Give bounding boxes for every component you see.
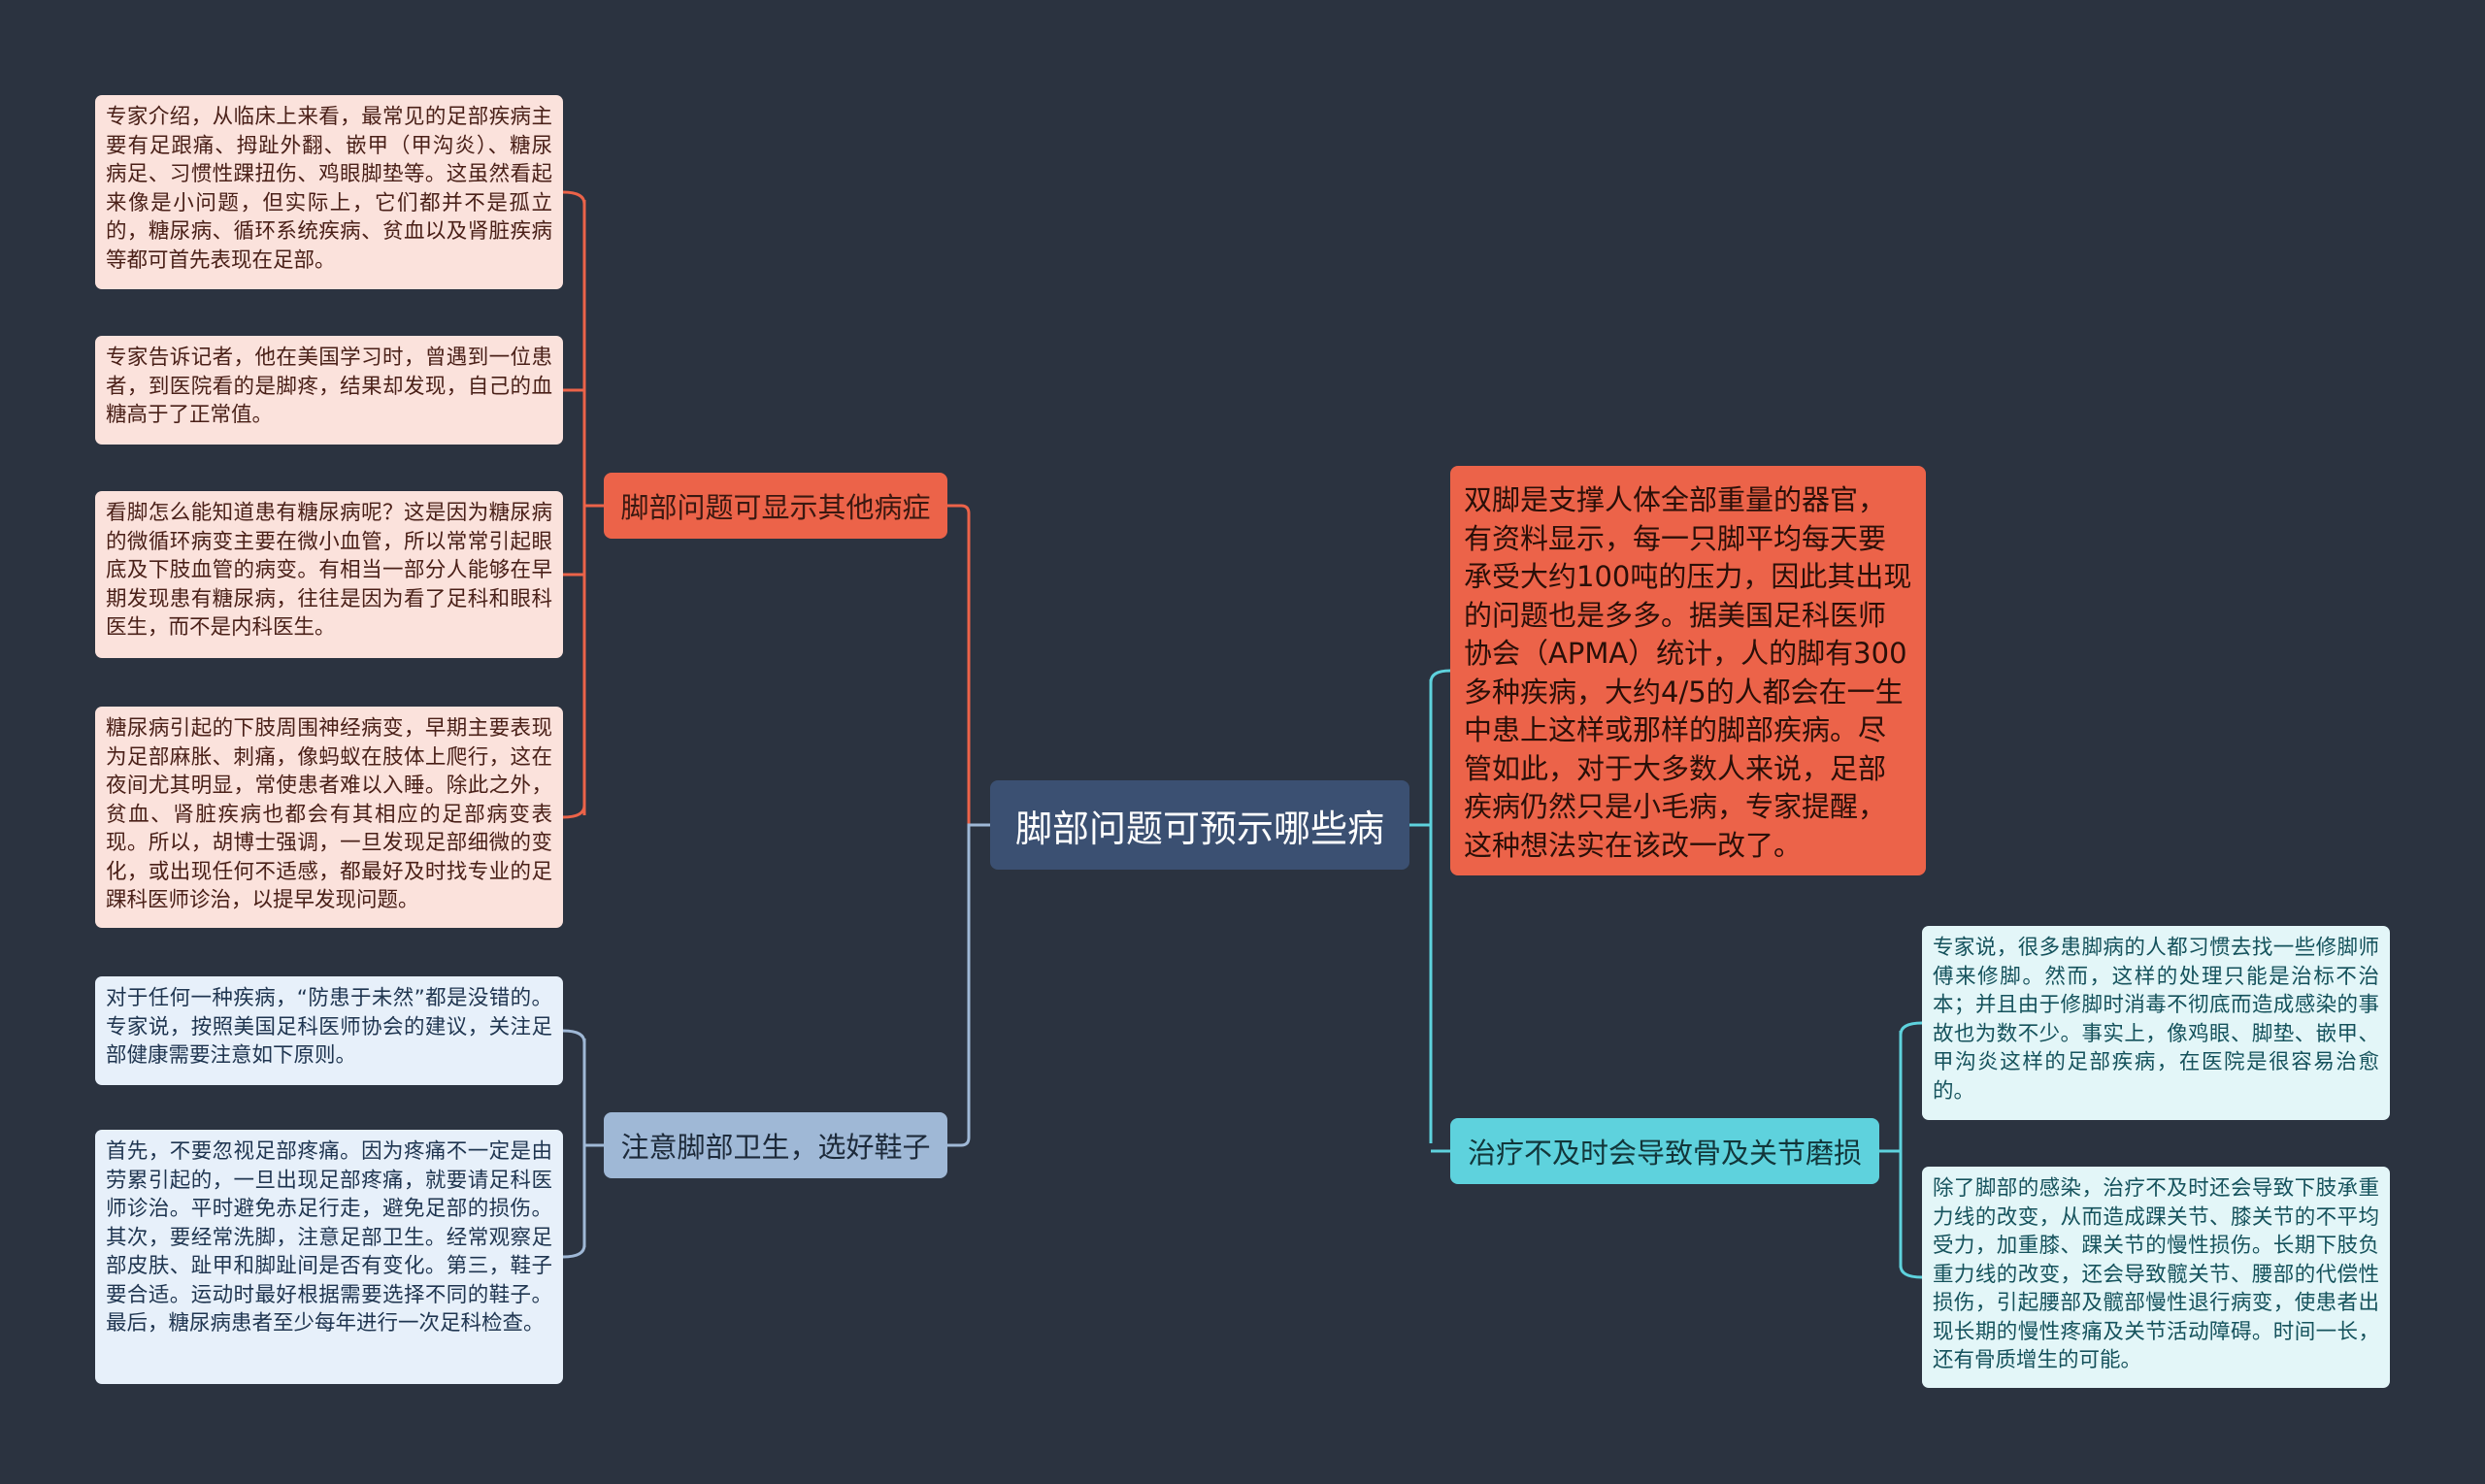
branch-late-treatment-joint-wear[interactable]: 治疗不及时会导致骨及关节磨损 — [1450, 1118, 1879, 1184]
root-topic[interactable]: 脚部问题可预示哪些病 — [990, 780, 1409, 870]
leaf-patient-story[interactable]: 专家告诉记者，他在美国学习时，曾遇到一位患者，到医院看的是脚疼，结果却发现，自己… — [95, 336, 563, 445]
connector-root-to-branch-1 — [947, 504, 990, 827]
branch-foot-problems-indicate-diseases[interactable]: 脚部问题可显示其他病症 — [604, 473, 947, 539]
leaf-pedicure-risk[interactable]: 专家说，很多患脚病的人都习惯去找一些修脚师傅来修脚。然而，这样的处理只能是治标不… — [1922, 926, 2390, 1120]
overview-text: 双脚是支撑人体全部重量的器官，有资料显示，每一只脚平均每天要承受大约100吨的压… — [1464, 483, 1912, 862]
branch-label: 脚部问题可显示其他病症 — [620, 491, 931, 524]
connector-branch-1-to-leaves — [562, 190, 604, 819]
branch-foot-hygiene-shoes[interactable]: 注意脚部卫生，选好鞋子 — [604, 1112, 947, 1178]
connector-branch-2-to-leaves — [562, 1029, 604, 1259]
leaf-diabetes-detection[interactable]: 看脚怎么能知道患有糖尿病呢？这是因为糖尿病的微循环病变主要在微小血管，所以常常引… — [95, 491, 563, 658]
leaf-neuropathy[interactable]: 糖尿病引起的下肢周围神经病变，早期主要表现为足部麻胀、刺痛，像蚂蚁在肢体上爬行，… — [95, 707, 563, 928]
leaf-common-foot-diseases[interactable]: 专家介绍，从临床上来看，最常见的足部疾病主要有足跟痛、拇趾外翻、嵌甲（甲沟炎）、… — [95, 95, 563, 289]
leaf-prevention[interactable]: 对于任何一种疾病，“防患于未然”都是没错的。专家说，按照美国足科医师协会的建议，… — [95, 976, 563, 1085]
branch-label: 注意脚部卫生，选好鞋子 — [620, 1131, 931, 1164]
overview-topic[interactable]: 双脚是支撑人体全部重量的器官，有资料显示，每一只脚平均每天要承受大约100吨的压… — [1450, 466, 1926, 875]
leaf-care-principles[interactable]: 首先，不要忽视足部疼痛。因为疼痛不一定是由劳累引起的，一旦出现足部疼痛，就要请足… — [95, 1130, 563, 1384]
branch-label: 治疗不及时会导致骨及关节磨损 — [1467, 1137, 1862, 1170]
connector-root-to-branch-2 — [947, 823, 990, 1147]
connector-root-to-right — [1409, 669, 1451, 1153]
connector-branch-3-to-leaves — [1879, 1021, 1923, 1279]
leaf-joint-damage[interactable]: 除了脚部的感染，治疗不及时还会导致下肢承重力线的改变，从而造成踝关节、膝关节的不… — [1922, 1167, 2390, 1388]
root-title: 脚部问题可预示哪些病 — [1014, 807, 1384, 850]
